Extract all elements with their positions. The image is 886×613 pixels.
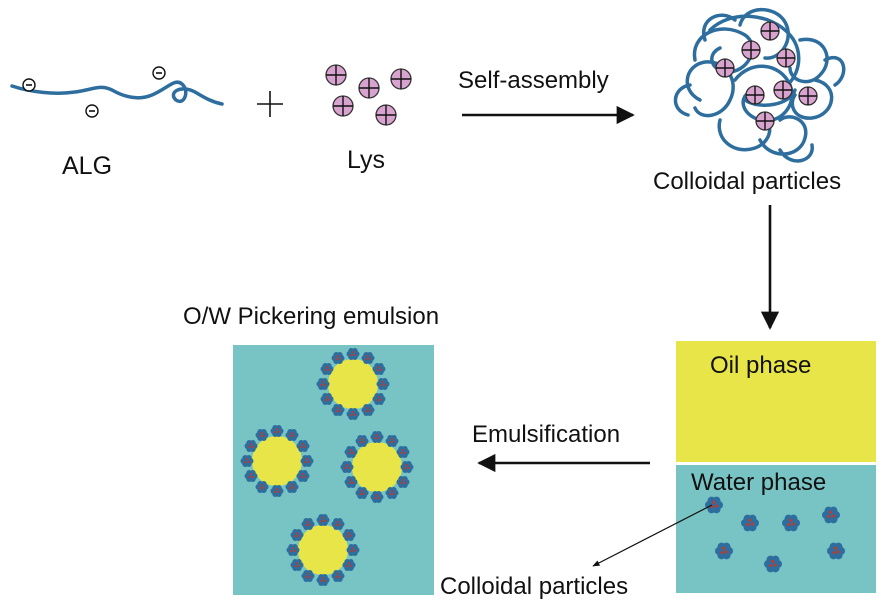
pickering-emulsion-title: O/W Pickering emulsion bbox=[183, 303, 440, 330]
negative-charge-icons bbox=[22, 66, 166, 118]
plus-circle-icon bbox=[390, 68, 412, 90]
colloidal-particle bbox=[715, 542, 733, 560]
lys-particles bbox=[325, 64, 412, 126]
adsorbed-particle bbox=[244, 439, 258, 453]
colloidal-particle-cluster bbox=[673, 7, 846, 163]
plus-circle-icon bbox=[773, 80, 793, 100]
colloidal-pointer-arrow bbox=[592, 504, 713, 567]
lys-label: Lys bbox=[347, 146, 385, 174]
adsorbed-particle bbox=[344, 445, 358, 459]
emulsification-label: Emulsification bbox=[472, 421, 621, 448]
adsorbed-particle bbox=[344, 475, 358, 489]
adsorbed-particle bbox=[385, 486, 399, 500]
alg-label: ALG bbox=[62, 152, 113, 180]
adsorbed-particle bbox=[255, 480, 269, 494]
adsorbed-particle bbox=[286, 543, 300, 557]
adsorbed-particle bbox=[361, 351, 375, 365]
colloidal-particle bbox=[782, 514, 800, 532]
water-phase-particles bbox=[705, 496, 845, 573]
plus-circle-icon bbox=[760, 21, 780, 41]
adsorbed-particle bbox=[340, 460, 354, 474]
adsorbed-particle bbox=[331, 569, 345, 583]
self-assembly-label: Self-assembly bbox=[458, 67, 609, 94]
adsorbed-particle bbox=[255, 428, 269, 442]
plus-sign-icon bbox=[257, 91, 283, 117]
adsorbed-particle bbox=[385, 434, 399, 448]
adsorbed-particle bbox=[396, 445, 410, 459]
adsorbed-particle bbox=[331, 403, 345, 417]
adsorbed-particle bbox=[244, 469, 258, 483]
colloidal-particle bbox=[764, 555, 782, 573]
adsorbed-particle bbox=[296, 469, 310, 483]
adsorbed-particle bbox=[301, 517, 315, 531]
emulsion-oil-droplets bbox=[240, 347, 414, 587]
adsorbed-particle bbox=[346, 543, 360, 557]
colloidal-particles-bottom-label: Colloidal particles bbox=[440, 573, 629, 600]
plus-circle-icon bbox=[741, 40, 761, 60]
plus-circle-icon bbox=[358, 77, 380, 99]
adsorbed-particle bbox=[316, 377, 330, 391]
adsorbed-particle bbox=[370, 430, 384, 444]
adsorbed-particle bbox=[331, 517, 345, 531]
plus-circle-icon bbox=[325, 64, 347, 86]
colloidal-particle bbox=[741, 514, 759, 532]
oil-droplet bbox=[316, 347, 390, 421]
adsorbed-particle bbox=[316, 573, 330, 587]
adsorbed-particle bbox=[346, 347, 360, 361]
adsorbed-particle bbox=[370, 490, 384, 504]
colloidal-particle bbox=[822, 506, 840, 524]
adsorbed-particle bbox=[372, 362, 386, 376]
plus-circle-icon bbox=[776, 48, 796, 68]
adsorbed-particle bbox=[285, 428, 299, 442]
oil-phase-label: Oil phase bbox=[710, 352, 812, 379]
oil-droplet bbox=[240, 424, 314, 498]
adsorbed-particle bbox=[346, 407, 360, 421]
plus-circle-icon bbox=[375, 104, 397, 126]
adsorbed-particle bbox=[290, 558, 304, 572]
colloidal-particle bbox=[827, 542, 845, 560]
adsorbed-particle bbox=[355, 486, 369, 500]
adsorbed-particle bbox=[300, 454, 314, 468]
adsorbed-particle bbox=[376, 377, 390, 391]
adsorbed-particle bbox=[296, 439, 310, 453]
adsorbed-particle bbox=[355, 434, 369, 448]
colloidal-particle bbox=[705, 496, 723, 514]
adsorbed-particle bbox=[316, 513, 330, 527]
oil-phase-layer bbox=[676, 341, 876, 462]
adsorbed-particle bbox=[290, 528, 304, 542]
plus-circle-icon bbox=[715, 58, 735, 78]
water-phase-label: Water phase bbox=[691, 469, 827, 496]
adsorbed-particle bbox=[320, 362, 334, 376]
colloidal-particles-top-label: Colloidal particles bbox=[653, 168, 842, 195]
adsorbed-particle bbox=[301, 569, 315, 583]
adsorbed-particle bbox=[361, 403, 375, 417]
plus-circle-icon bbox=[332, 95, 354, 117]
oil-droplet bbox=[286, 513, 360, 587]
adsorbed-particle bbox=[285, 480, 299, 494]
adsorbed-particle bbox=[342, 558, 356, 572]
plus-circle-icon bbox=[755, 111, 775, 131]
plus-circle-icon bbox=[745, 85, 765, 105]
adsorbed-particle bbox=[331, 351, 345, 365]
adsorbed-particle bbox=[240, 454, 254, 468]
oil-droplet bbox=[340, 430, 414, 504]
adsorbed-particle bbox=[270, 424, 284, 438]
adsorbed-particle bbox=[342, 528, 356, 542]
adsorbed-particle bbox=[270, 484, 284, 498]
adsorbed-particle bbox=[320, 392, 334, 406]
plus-circle-icon bbox=[798, 86, 818, 106]
adsorbed-particle bbox=[396, 475, 410, 489]
alg-polymer-chain bbox=[10, 80, 224, 106]
adsorbed-particle bbox=[400, 460, 414, 474]
adsorbed-particle bbox=[372, 392, 386, 406]
